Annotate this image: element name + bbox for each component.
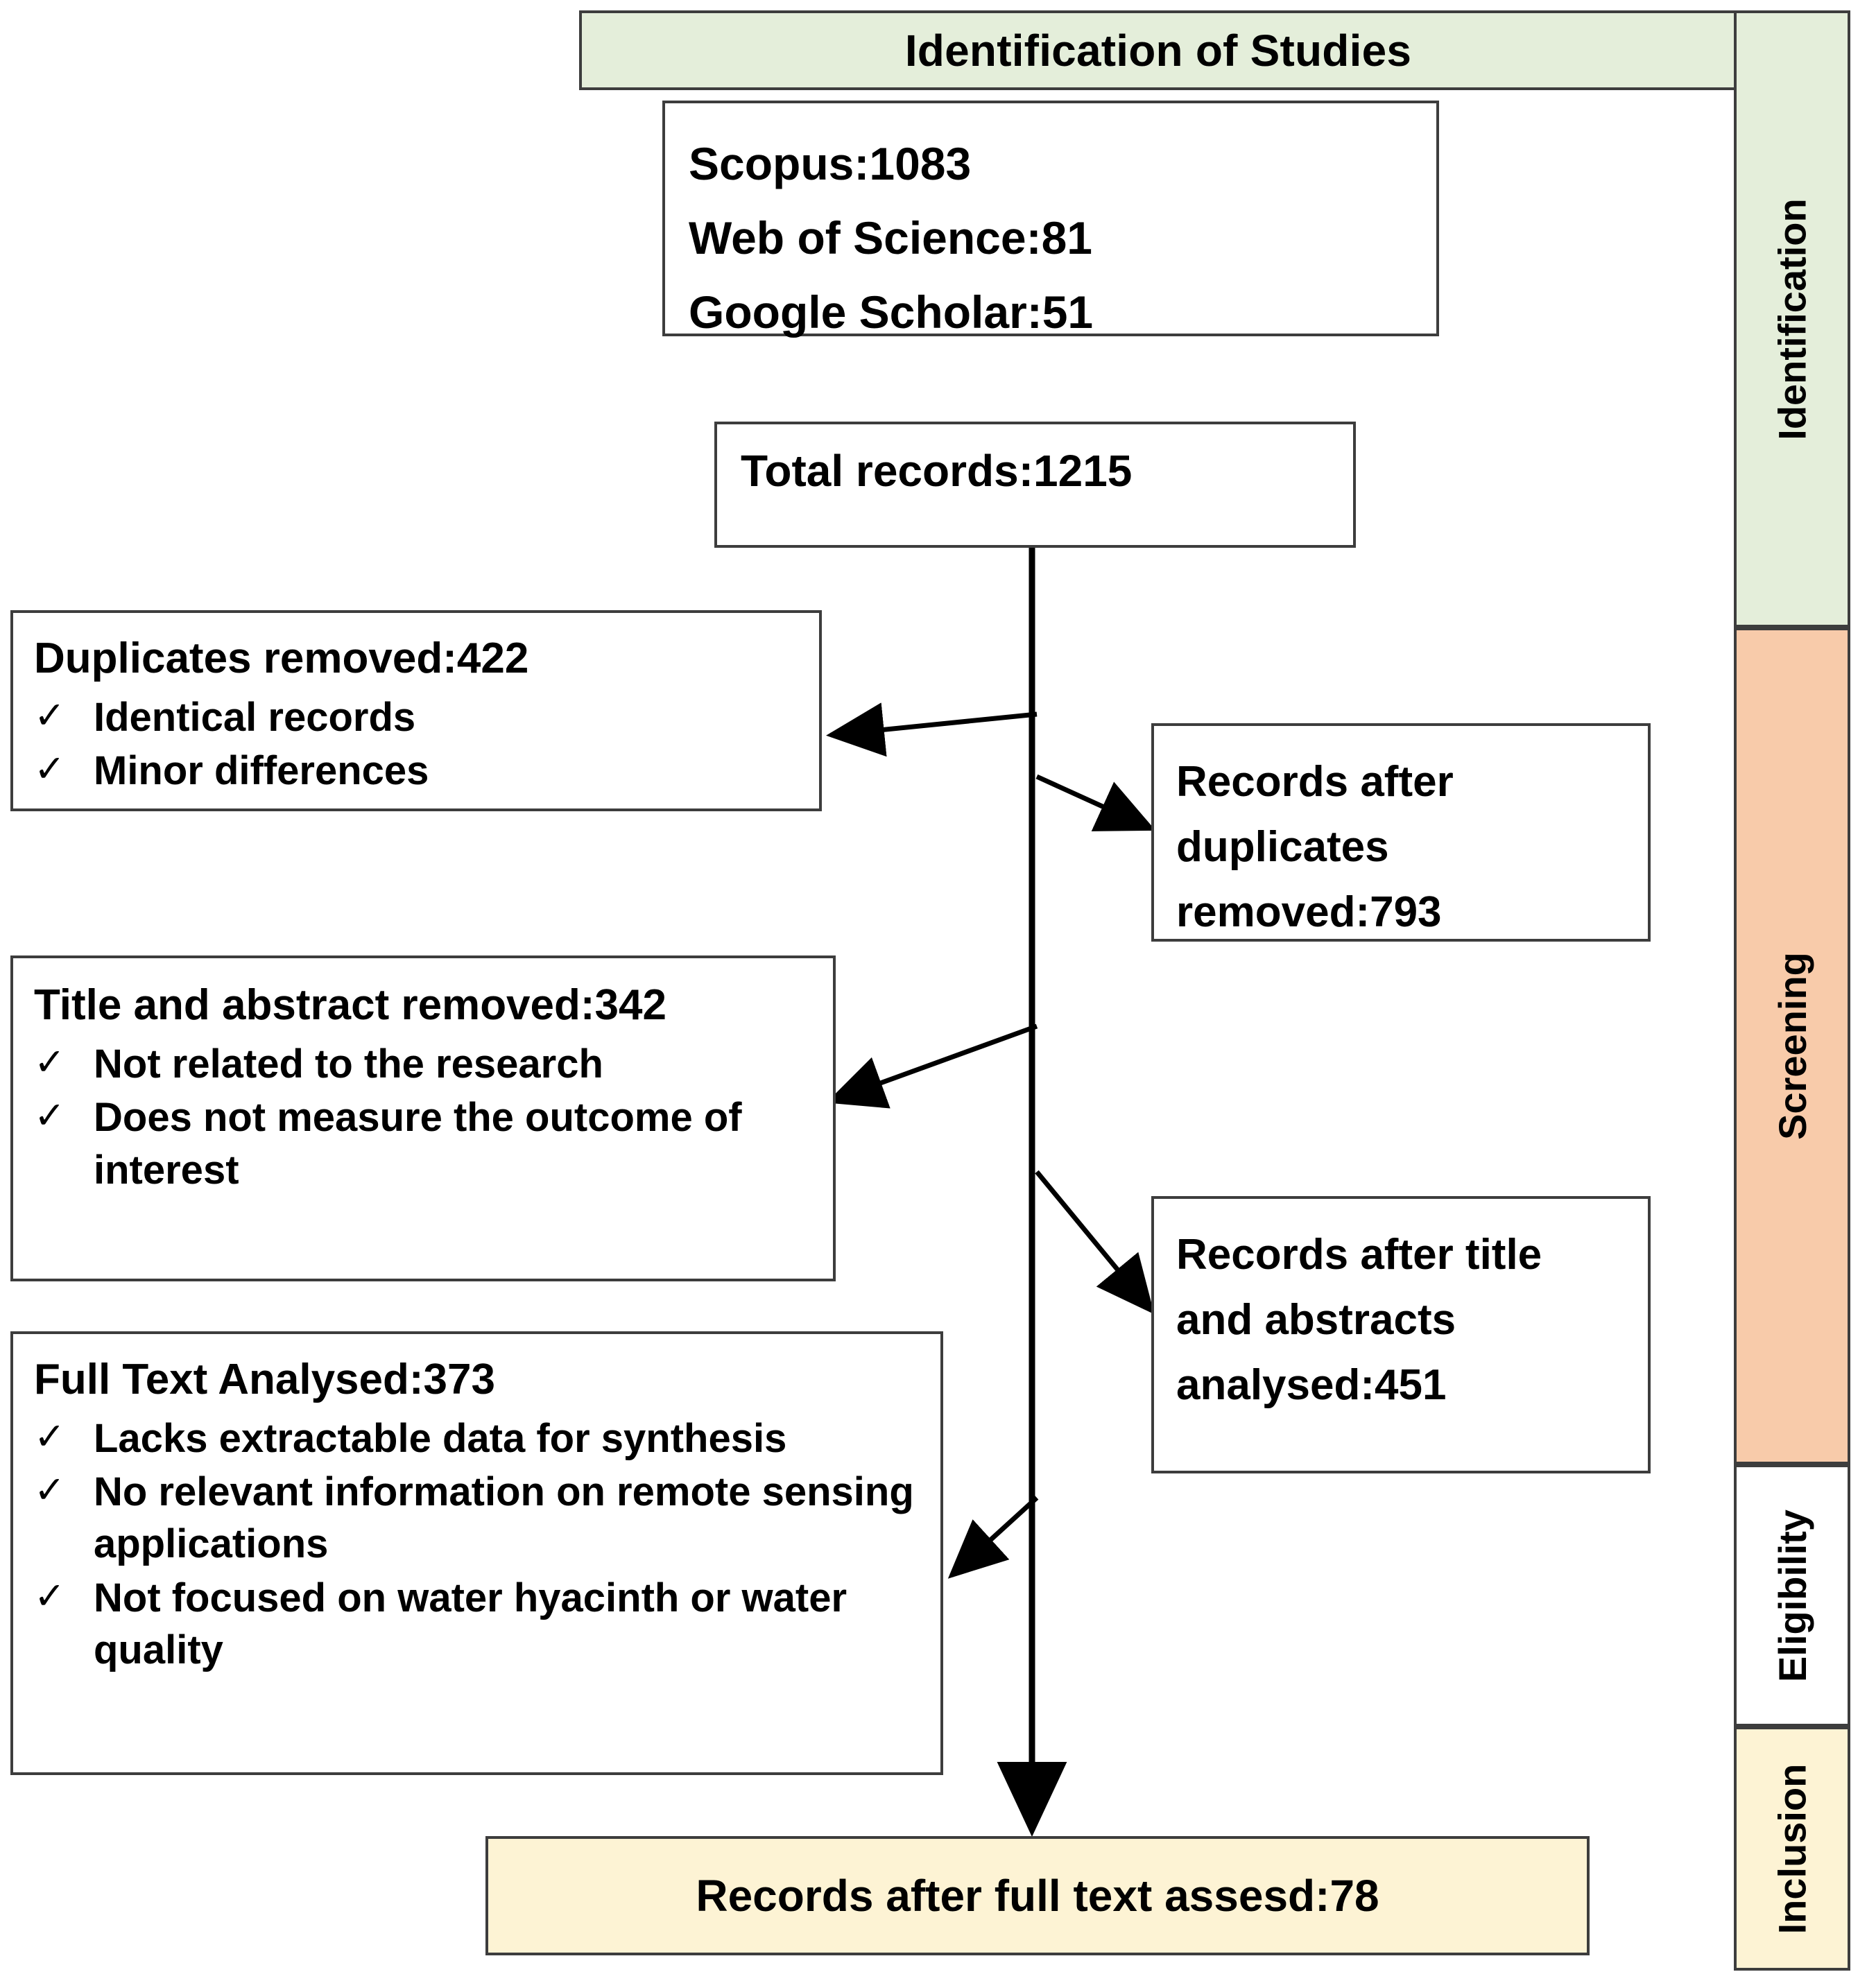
- check-icon: ✓: [34, 1415, 66, 1458]
- title-abstract-removed-box: Title and abstract removed:342 ✓ Not rel…: [10, 955, 836, 1281]
- source-line-scopus: Scopus:1083: [689, 138, 972, 189]
- full-text-analysed-list: ✓ Lacks extractable data for synthesis ✓…: [34, 1412, 928, 1677]
- list-item: ✓ No relevant information on remote sens…: [34, 1466, 928, 1571]
- title-abstract-removed-heading: Title and abstract removed:342: [34, 981, 666, 1029]
- list-item-label: Minor differences: [94, 747, 429, 793]
- total-records-box: Total records:1215: [714, 422, 1356, 548]
- list-item: ✓ Not related to the research: [34, 1038, 820, 1090]
- records-after-title-abstracts-box: Records after title and abstracts analys…: [1151, 1196, 1651, 1473]
- full-text-analysed-box: Full Text Analysed:373 ✓ Lacks extractab…: [10, 1331, 943, 1775]
- source-line-web-of-science: Web of Science:81: [689, 211, 1092, 263]
- identification-header: Identification of Studies: [579, 10, 1737, 90]
- sources-box: Scopus:1083 Web of Science:81 Google Sch…: [662, 101, 1439, 338]
- stage-band-inclusion: Inclusion: [1734, 1727, 1850, 1971]
- source-line-google-scholar: Google Scholar:51: [689, 286, 1094, 338]
- list-item-label: Lacks extractable data for synthesis: [94, 1415, 787, 1461]
- title-abstract-removed-list: ✓ Not related to the research ✓ Does not…: [34, 1038, 820, 1196]
- list-item-label: Not related to the research: [94, 1041, 603, 1087]
- stage-label-identification: Identification: [1770, 198, 1814, 440]
- stage-label-eligibility: Eligibility: [1770, 1509, 1814, 1682]
- duplicates-removed-heading: Duplicates removed:422: [34, 634, 529, 682]
- list-item: ✓ Not focused on water hyacinth or water…: [34, 1572, 928, 1677]
- full-text-analysed-heading: Full Text Analysed:373: [34, 1356, 495, 1403]
- duplicates-removed-list: ✓ Identical records ✓ Minor differences: [34, 691, 807, 797]
- list-item-label: Does not measure the outcome of interest: [94, 1095, 742, 1193]
- check-icon: ✓: [34, 694, 66, 736]
- stage-label-inclusion: Inclusion: [1770, 1763, 1814, 1934]
- list-item-label: Not focused on water hyacinth or water q…: [94, 1575, 847, 1673]
- records-after-full-text-box: Records after full text assesd:78: [485, 1836, 1590, 1955]
- stage-band-screening: Screening: [1734, 628, 1850, 1464]
- check-icon: ✓: [34, 747, 66, 790]
- duplicates-removed-box: Duplicates removed:422 ✓ Identical recor…: [10, 610, 822, 811]
- check-icon: ✓: [34, 1095, 66, 1137]
- list-item-label: No relevant information on remote sensin…: [94, 1469, 914, 1567]
- stage-band-eligibility: Eligibility: [1734, 1464, 1850, 1727]
- list-item: ✓ Does not measure the outcome of intere…: [34, 1091, 820, 1196]
- list-item: ✓ Identical records: [34, 691, 807, 743]
- list-item: ✓ Minor differences: [34, 745, 807, 797]
- check-icon: ✓: [34, 1575, 66, 1617]
- check-icon: ✓: [34, 1469, 66, 1511]
- stage-band-identification: Identification: [1734, 10, 1850, 628]
- check-icon: ✓: [34, 1041, 66, 1084]
- stage-label-screening: Screening: [1770, 952, 1814, 1140]
- list-item-label: Identical records: [94, 694, 416, 740]
- records-after-duplicates-box: Records after duplicates removed:793: [1151, 723, 1651, 942]
- list-item: ✓ Lacks extractable data for synthesis: [34, 1412, 928, 1464]
